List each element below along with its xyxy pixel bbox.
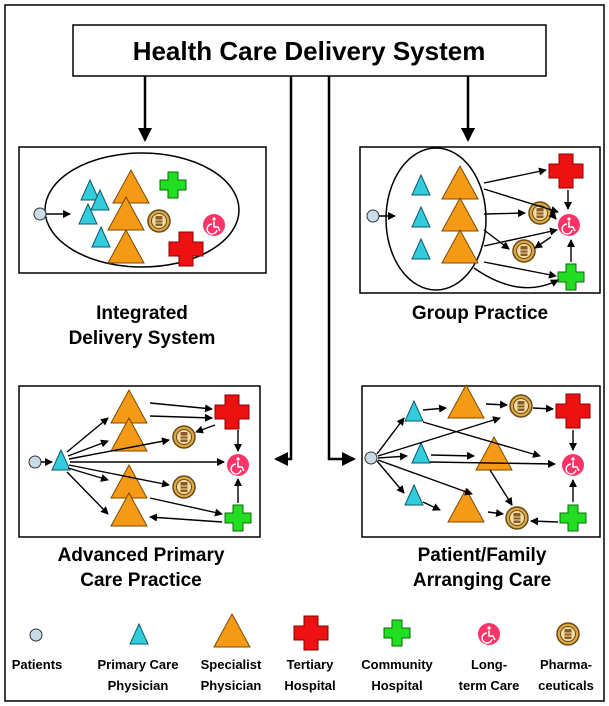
panel-integrated: Integrated Delivery System: [18, 146, 267, 349]
legend-label: Hospital: [284, 678, 335, 693]
title-box: Health Care Delivery System: [72, 24, 547, 77]
legend-item-primary-care: Primary Care Physician: [98, 623, 179, 693]
legend-item-long-term-care: Long- term Care: [459, 622, 520, 693]
patient-circle-icon: [29, 628, 43, 642]
specialist-triangle-icon: [213, 613, 251, 648]
advanced-label: Advanced Primary: [58, 545, 225, 566]
patient-family-label: Arranging Care: [413, 570, 551, 591]
pharmacy-icon: [512, 239, 536, 263]
legend-label: Primary Care: [98, 657, 179, 672]
pharmacy-icon: [505, 506, 529, 530]
pharmacy-jar-icon: [556, 622, 580, 646]
legend: Patients Primary Care Physician Speciali…: [12, 613, 594, 693]
long-term-care-icon: [226, 453, 250, 477]
legend-label: Tertiary: [287, 657, 334, 672]
community-cross-icon: [383, 619, 411, 647]
long-term-care-icon: [561, 453, 585, 477]
legend-label: Community: [361, 657, 433, 672]
patient-icon: [33, 207, 47, 221]
outer-frame: [4, 4, 605, 702]
legend-label: Physician: [108, 678, 169, 693]
arrow-to-advanced: [274, 76, 293, 466]
wheelchair-icon: [477, 622, 501, 646]
legend-item-tertiary: Tertiary Hospital: [284, 615, 336, 693]
legend-item-pharmaceuticals: Pharma- ceuticals: [538, 622, 594, 693]
integrated-label: Integrated: [96, 303, 188, 324]
legend-label: term Care: [459, 678, 520, 693]
legend-label: Hospital: [371, 678, 422, 693]
legend-label: ceuticals: [538, 678, 594, 693]
patient-family-label: Patient/Family: [418, 545, 547, 566]
integrated-boundary: [44, 152, 240, 268]
pharmacy-icon: [172, 425, 196, 449]
patient-icon: [28, 455, 42, 469]
legend-item-community: Community Hospital: [361, 619, 434, 693]
title-connectors: [138, 76, 475, 466]
patient-icon: [364, 451, 378, 465]
patient-icon: [366, 209, 380, 223]
pharmacy-icon: [172, 475, 196, 499]
legend-label: Patients: [12, 657, 63, 672]
legend-item-specialist: Specialist Physician: [201, 613, 262, 693]
legend-label: Specialist: [201, 657, 262, 672]
diagram-title: Health Care Delivery System: [133, 36, 486, 66]
tertiary-cross-icon: [293, 615, 329, 651]
pharmacy-icon: [147, 209, 171, 233]
long-term-care-icon: [202, 213, 226, 237]
group-label: Group Practice: [412, 303, 548, 324]
panel-patient-family: Patient/Family Arranging Care: [361, 384, 601, 591]
pharmacy-icon: [509, 394, 533, 418]
legend-label: Pharma-: [540, 657, 592, 672]
advanced-label: Care Practice: [80, 570, 201, 591]
long-term-care-icon: [557, 213, 581, 237]
panel-group: Group Practice: [359, 146, 601, 324]
integrated-label: Delivery System: [69, 328, 216, 349]
pharmacy-icon: [528, 201, 552, 225]
legend-label: Long-: [471, 657, 507, 672]
primary-care-triangle-icon: [129, 623, 149, 645]
legend-label: Physician: [201, 678, 262, 693]
legend-item-patients: Patients: [12, 628, 63, 672]
arrow-to-patient-family: [327, 76, 356, 466]
panel-advanced: Advanced Primary Care Practice: [18, 385, 261, 591]
